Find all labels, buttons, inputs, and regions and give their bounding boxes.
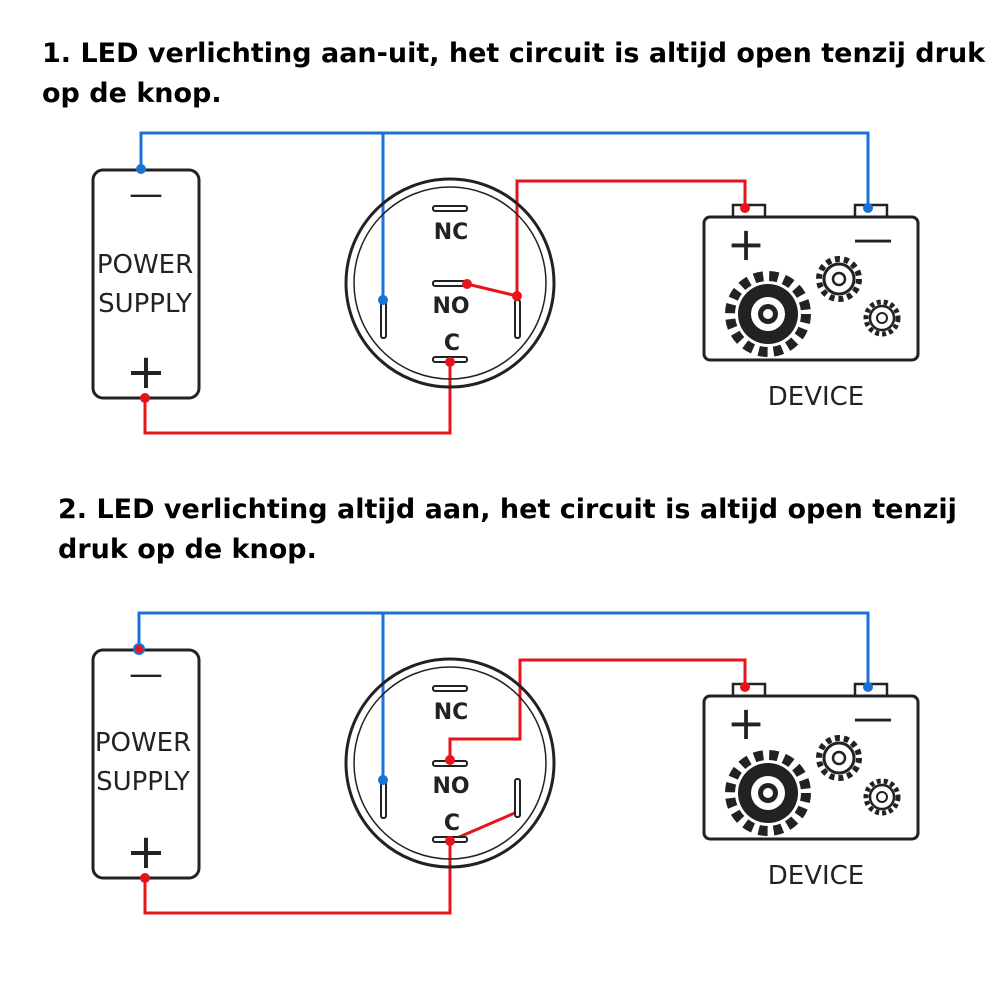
device-label: DEVICE xyxy=(768,382,864,412)
gear-icon xyxy=(725,271,811,357)
blue-wires xyxy=(137,611,870,780)
power-supply: — POWER SUPPLY + xyxy=(91,648,201,880)
device: + — DEVICE xyxy=(702,203,920,412)
red-wires xyxy=(143,179,747,435)
wiring-diagram-2: — POWER SUPPLY + NC NO C + — xyxy=(91,611,920,915)
wiring-diagram-1: — POWER SUPPLY + NC NO C + — xyxy=(91,131,920,435)
led-plus-pin xyxy=(514,299,521,339)
led-plus-pin xyxy=(514,778,521,818)
no-pin xyxy=(432,280,468,287)
gear-icon xyxy=(816,256,862,302)
power-supply-label-2: SUPPLY xyxy=(96,767,190,797)
nc-label: NC xyxy=(434,220,469,245)
gear-icon xyxy=(863,299,901,337)
device-minus: — xyxy=(853,216,893,262)
section-1-heading: 1. LED verlichting aan-uit, het circuit … xyxy=(42,38,986,109)
c-label: C xyxy=(444,331,460,356)
gear-icon xyxy=(863,778,901,816)
nc-pin xyxy=(432,685,468,692)
device-plus: + xyxy=(727,217,766,271)
switch-inner-ring xyxy=(353,186,547,380)
switch-outer-ring xyxy=(344,177,556,389)
power-supply-label-1: POWER xyxy=(97,250,193,280)
gear-icon xyxy=(725,750,811,836)
blue-wires xyxy=(139,131,870,300)
c-label: C xyxy=(444,811,460,836)
device: + — DEVICE xyxy=(702,682,920,891)
power-supply-plus: + xyxy=(126,824,166,880)
section-2-heading: 2. LED verlichting altijd aan, het circu… xyxy=(58,494,957,565)
switch-inner-ring xyxy=(353,666,547,860)
nc-label: NC xyxy=(434,700,469,725)
device-plus: + xyxy=(727,696,766,750)
device-minus: — xyxy=(853,695,893,741)
gear-icon xyxy=(816,735,862,781)
power-supply-label-2: SUPPLY xyxy=(98,289,192,319)
device-label: DEVICE xyxy=(768,861,864,891)
power-supply: — POWER SUPPLY + xyxy=(91,168,201,400)
led-minus-pin xyxy=(380,779,387,819)
no-label: NO xyxy=(432,294,469,319)
power-supply-minus: — xyxy=(129,174,163,214)
power-supply-label-1: POWER xyxy=(95,728,191,758)
push-button-switch: NC NO C xyxy=(344,177,556,389)
power-supply-plus: + xyxy=(126,344,166,400)
junction-dots xyxy=(133,643,873,883)
junction-dots xyxy=(136,164,873,403)
switch-outer-ring xyxy=(344,657,556,869)
power-supply-minus: — xyxy=(129,654,163,694)
no-label: NO xyxy=(432,774,469,799)
led-minus-pin xyxy=(380,299,387,339)
nc-pin xyxy=(432,205,468,212)
